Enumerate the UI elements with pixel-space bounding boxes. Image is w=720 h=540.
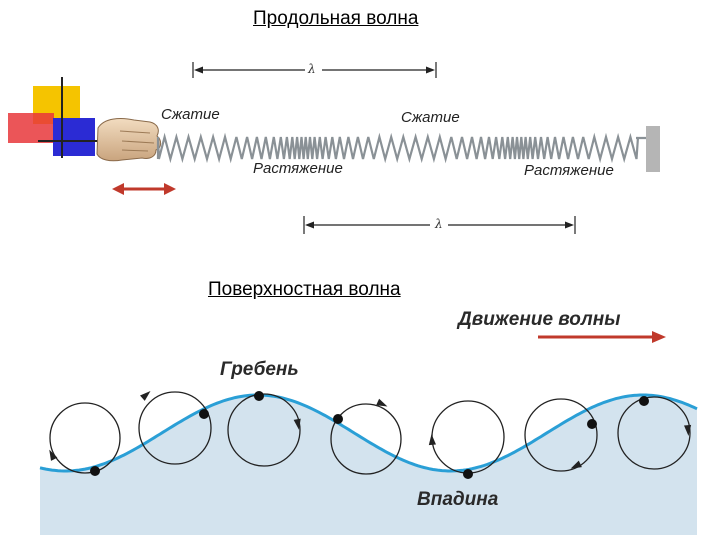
longitudinal-title: Продольная волна bbox=[253, 8, 419, 29]
water-particle bbox=[90, 466, 100, 476]
orbit-circle bbox=[138, 391, 212, 465]
orbit-circle bbox=[227, 393, 301, 467]
orbit-direction-arrowhead bbox=[570, 460, 582, 469]
surface-title: Поверхностная волна bbox=[208, 279, 401, 300]
wavelength-dimension-bottom bbox=[303, 216, 576, 234]
rarefaction-label-1: Растяжение bbox=[253, 160, 343, 177]
wavelength-symbol-bottom: λ bbox=[432, 217, 446, 231]
orbit-circle bbox=[49, 402, 121, 474]
orbit-direction-arrowhead bbox=[49, 449, 58, 461]
orbit-direction-arrowhead bbox=[376, 398, 388, 407]
rarefaction-label-2: Растяжение bbox=[524, 162, 614, 179]
orbit-circle bbox=[330, 403, 402, 475]
orbit-direction-arrowhead bbox=[684, 424, 692, 436]
trough-label: Впадина bbox=[417, 489, 499, 510]
wave-direction-label: Движение волны bbox=[458, 309, 621, 330]
orbit-direction-arrowhead bbox=[140, 391, 151, 401]
orbit-circle bbox=[431, 400, 505, 474]
orbit-direction-arrowhead bbox=[428, 434, 436, 446]
wall-block bbox=[646, 126, 660, 172]
orbit-circles bbox=[49, 391, 692, 479]
orbit-direction-arrowhead bbox=[293, 418, 301, 430]
compression-label-1: Сжатие bbox=[161, 106, 220, 123]
wave-direction-arrow bbox=[538, 331, 666, 343]
wavelength-dimension-top bbox=[192, 62, 437, 78]
water-particle bbox=[199, 409, 209, 419]
water-particle bbox=[333, 414, 343, 424]
hand-motion-arrow bbox=[112, 183, 176, 195]
spring-coil bbox=[156, 132, 640, 164]
water-surface-line bbox=[39, 393, 698, 473]
deco-blue-square bbox=[53, 118, 95, 156]
orbit-circle bbox=[524, 398, 598, 472]
wavelength-symbol-top: λ bbox=[305, 62, 319, 76]
water-body bbox=[40, 395, 697, 535]
water-particle bbox=[254, 391, 264, 401]
water-particle bbox=[587, 419, 597, 429]
crest-label: Гребень bbox=[220, 359, 299, 380]
water-particle bbox=[463, 469, 473, 479]
compression-label-2: Сжатие bbox=[401, 109, 460, 126]
orbit-circle bbox=[617, 396, 691, 470]
water-particle bbox=[639, 396, 649, 406]
deco-red-square bbox=[8, 113, 54, 143]
hand-icon bbox=[96, 118, 162, 162]
decorative-squares bbox=[8, 77, 98, 158]
